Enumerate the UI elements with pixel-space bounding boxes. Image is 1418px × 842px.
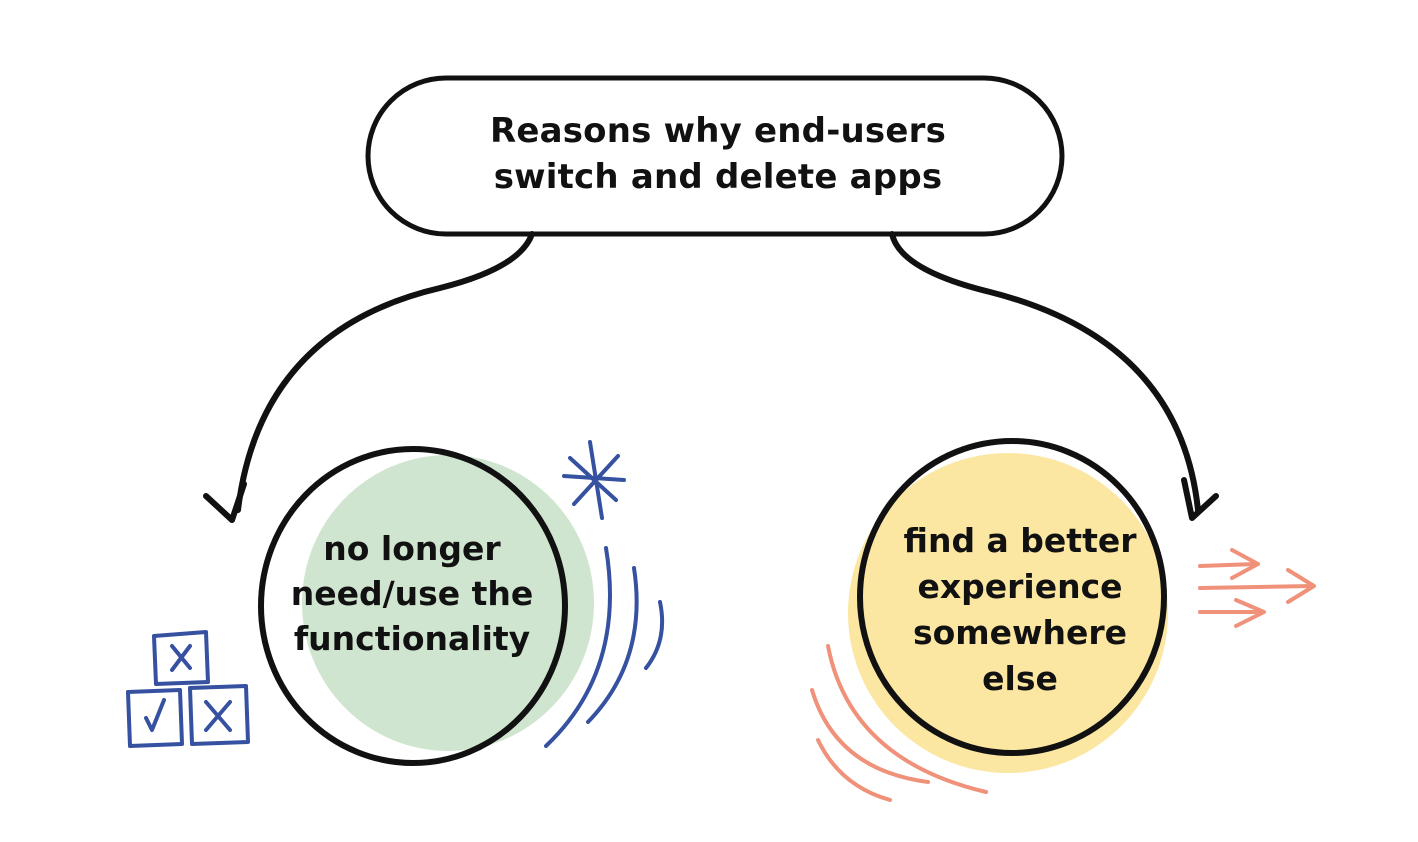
right-node-line-2: experience [917, 567, 1123, 606]
salmon-motion-lines [810, 644, 988, 802]
right-node-label: find a better experience somewhere else [868, 518, 1172, 702]
left-node-outline [258, 446, 568, 766]
checkbox-left [126, 688, 184, 748]
title-line-1: Reasons why end-users [489, 111, 947, 151]
left-node-line-2: need/use the [290, 574, 534, 613]
right-node-line-1: find a better [903, 521, 1137, 560]
left-node-line-3: functionality [293, 619, 531, 658]
left-node-line-1: no longer [323, 529, 501, 568]
left-connector-arrow [203, 231, 535, 523]
sparkle-icon [562, 440, 626, 520]
title-label: Reasons why end-users switch and delete … [380, 108, 1056, 200]
checkbox-top [152, 630, 210, 686]
blue-motion-lines [544, 546, 665, 748]
title-pill [365, 75, 1065, 237]
left-node-fill [302, 455, 594, 751]
right-node-line-3: somewhere [912, 613, 1128, 652]
right-connector-arrow [889, 231, 1219, 521]
title-line-2: switch and delete apps [493, 157, 943, 197]
left-node-label: no longer need/use the functionality [262, 526, 562, 661]
motion-arrows-icon [1198, 548, 1316, 628]
right-node-outline [857, 438, 1167, 756]
right-node-line-4: else [982, 659, 1058, 698]
checkbox-right [188, 684, 250, 746]
checkbox-blocks-icon [126, 630, 250, 748]
right-node-fill [848, 453, 1168, 773]
